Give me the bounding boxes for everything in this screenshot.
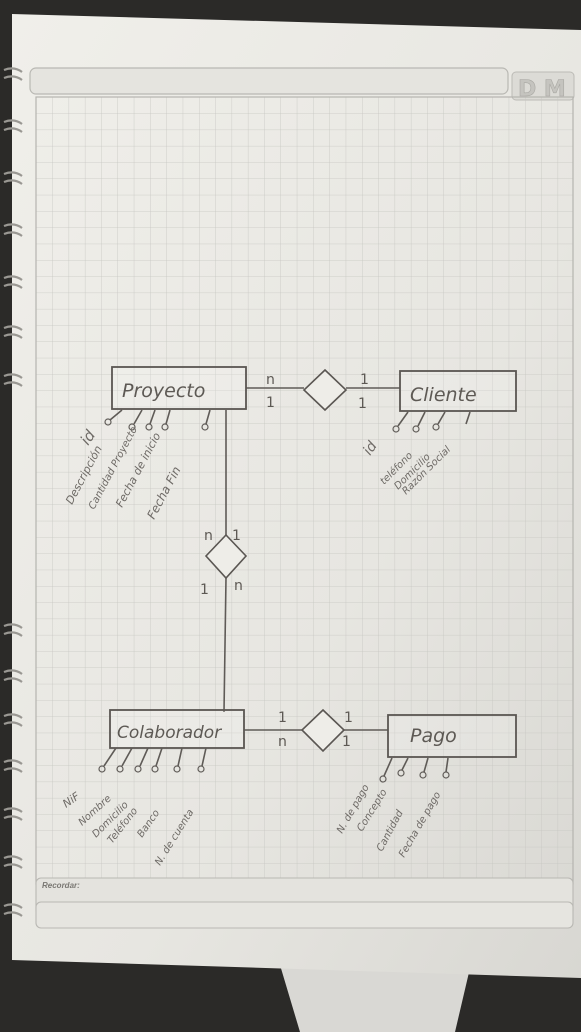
card-pcol-top-left: n [204,528,213,544]
card-pcol-bottom-left: 1 [200,582,209,598]
card-cp-left-bottom: n [278,734,287,750]
card-cp-right-top: 1 [344,710,353,726]
relationship-colaborador-pago [300,708,346,753]
entity-cliente: Cliente [399,370,517,412]
header-bar [29,67,509,95]
line-rel2-colaborador [223,577,227,713]
attr-stems-pago [379,757,450,783]
card-pc-left-bottom: 1 [266,395,275,411]
footer-line [35,901,574,929]
card-pcol-bottom-right: n [234,578,243,594]
entity-pago: Pago [387,714,517,758]
entity-proyecto-label: Proyecto [122,380,205,402]
entity-colaborador-label: Colaborador [117,723,222,743]
card-pc-right-bottom: 1 [358,396,367,412]
relationship-proyecto-colaborador [204,533,248,580]
card-pc-left-top: n [266,372,275,388]
card-pc-right-top: 1 [360,372,369,388]
entity-colaborador: Colaborador [109,709,245,749]
stray-paper [280,965,470,1032]
card-cp-left-top: 1 [278,710,287,726]
relationship-proyecto-cliente [302,368,348,412]
grid-area [35,96,574,885]
attr-stems-cliente [392,411,471,433]
entity-pago-label: Pago [410,725,457,747]
card-pcol-top-right: 1 [232,528,241,544]
entity-cliente-label: Cliente [410,384,477,406]
card-cp-right-bottom: 1 [342,734,351,750]
recordar-label: Recordar: [42,881,80,890]
attr-stems-proyecto [104,409,211,431]
attr-stems-colaborador [98,747,207,773]
spiral-binding [3,67,23,917]
entity-proyecto: Proyecto [111,366,247,410]
